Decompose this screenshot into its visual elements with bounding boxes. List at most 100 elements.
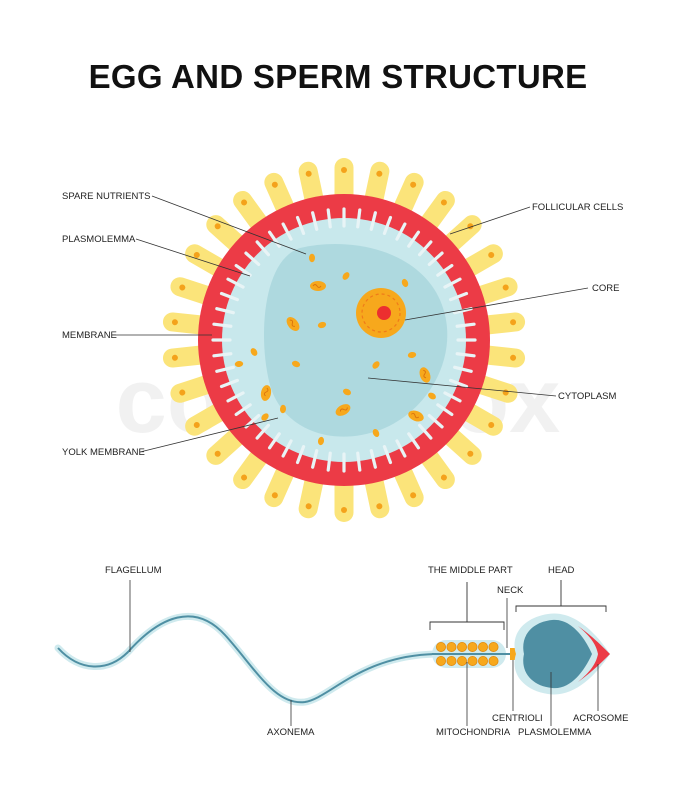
villus — [234, 403, 252, 417]
label-membrane: MEMBRANE — [62, 330, 117, 341]
mitochondrion-coil — [477, 656, 488, 667]
villus — [326, 208, 332, 229]
mitochondrion-coil — [477, 642, 488, 653]
mitochondrion-coil — [488, 642, 499, 653]
leader-follicular-cells — [449, 206, 531, 235]
villus — [427, 413, 444, 429]
sperm-nucleus — [523, 619, 592, 689]
villus — [443, 391, 462, 403]
acrosome — [578, 626, 610, 682]
villus — [326, 451, 332, 472]
nutrient-granule — [428, 392, 436, 400]
villus — [267, 432, 281, 450]
nutrient-granule — [401, 278, 409, 288]
villus — [448, 291, 469, 302]
villus — [436, 263, 454, 277]
villus — [356, 208, 362, 229]
label-acrosome: ACROSOME — [573, 713, 628, 724]
villus — [215, 307, 235, 315]
bracket-head — [515, 580, 607, 612]
label-axonema: AXONEMA — [267, 727, 315, 738]
mitochondrion-coil — [435, 642, 446, 653]
label-cytoplasm: CYTOPLASM — [558, 391, 617, 402]
villus — [395, 439, 407, 458]
villus — [443, 277, 462, 289]
villus — [281, 439, 293, 458]
label-plasmolemma-sperm: PLASMOLEMMA — [518, 727, 592, 738]
leader-spare-nutrients — [151, 195, 307, 255]
mitochondrion-coil — [446, 656, 457, 667]
leader-yolk-membrane — [139, 417, 279, 453]
label-follicular-cells: FOLLICULAR CELLS — [532, 202, 623, 213]
villus — [453, 307, 473, 315]
villus — [453, 365, 473, 373]
nutrient-granule — [317, 436, 325, 446]
nucleolus — [377, 306, 391, 320]
villus — [226, 391, 245, 403]
villus — [281, 222, 293, 241]
nutrient-granule — [342, 272, 350, 280]
mitochondria-spiral — [435, 642, 499, 667]
nutrient-granule — [372, 429, 380, 437]
villus — [244, 251, 261, 267]
centriole — [510, 648, 517, 660]
villus — [311, 211, 319, 231]
nutrient-granule — [279, 404, 287, 414]
villus — [407, 432, 421, 450]
nutrient-granule — [250, 348, 258, 356]
nutrient-granule — [234, 360, 244, 368]
nutrient-granule — [261, 413, 269, 421]
egg-mitochondrion — [260, 385, 272, 401]
mitochondrion-coil — [467, 656, 478, 667]
villus — [234, 263, 252, 277]
villus — [436, 403, 454, 417]
leader-cytoplasm — [367, 377, 557, 397]
label-spare-nutrients: SPARE NUTRIENTS — [62, 191, 151, 202]
follicular-cell — [334, 474, 354, 522]
label-mitochondria: MITOCHONDRIA — [436, 727, 511, 738]
mitochondrion-coil — [456, 656, 467, 667]
follicular-cell — [334, 158, 354, 206]
plasmolemma-villi — [211, 207, 477, 473]
villus — [427, 251, 444, 267]
villus — [219, 378, 240, 389]
egg-mitochondrion — [419, 367, 431, 383]
core — [356, 288, 406, 338]
mitochondrion-coil — [435, 656, 446, 667]
villus — [369, 211, 377, 231]
egg-mitochondrion — [286, 317, 300, 331]
villus — [255, 240, 271, 257]
label-flagellum: FLAGELLUM — [105, 565, 162, 576]
villus — [219, 291, 240, 302]
villus — [448, 378, 469, 389]
sperm-cell — [54, 612, 610, 706]
villus — [417, 423, 433, 440]
villus — [455, 352, 476, 358]
axoneme — [57, 615, 436, 704]
villus — [395, 222, 407, 241]
label-yolk-membrane: YOLK MEMBRANE — [62, 447, 145, 458]
nutrient-granule — [317, 321, 327, 329]
label-core: CORE — [592, 283, 619, 294]
mitochondrion-coil — [446, 642, 457, 653]
nutrient-granule — [372, 361, 380, 369]
villus — [255, 423, 271, 440]
label-plasmolemma: PLASMOLEMMA — [62, 234, 136, 245]
mitochondrion-coil — [456, 642, 467, 653]
villus — [215, 365, 235, 373]
villus — [382, 444, 393, 465]
villus — [267, 230, 281, 248]
egg-cell — [162, 158, 526, 522]
bracket-middle-part — [429, 582, 505, 630]
label-centrioli: CENTRIOLI — [492, 713, 543, 724]
villus — [226, 277, 245, 289]
leader-core — [404, 287, 589, 321]
villus — [295, 215, 306, 236]
villus — [311, 449, 319, 469]
cytoplasm-region — [263, 243, 448, 437]
villus — [369, 449, 377, 469]
nutrient-granule — [343, 388, 351, 396]
villus — [407, 230, 421, 248]
villus — [212, 352, 233, 358]
